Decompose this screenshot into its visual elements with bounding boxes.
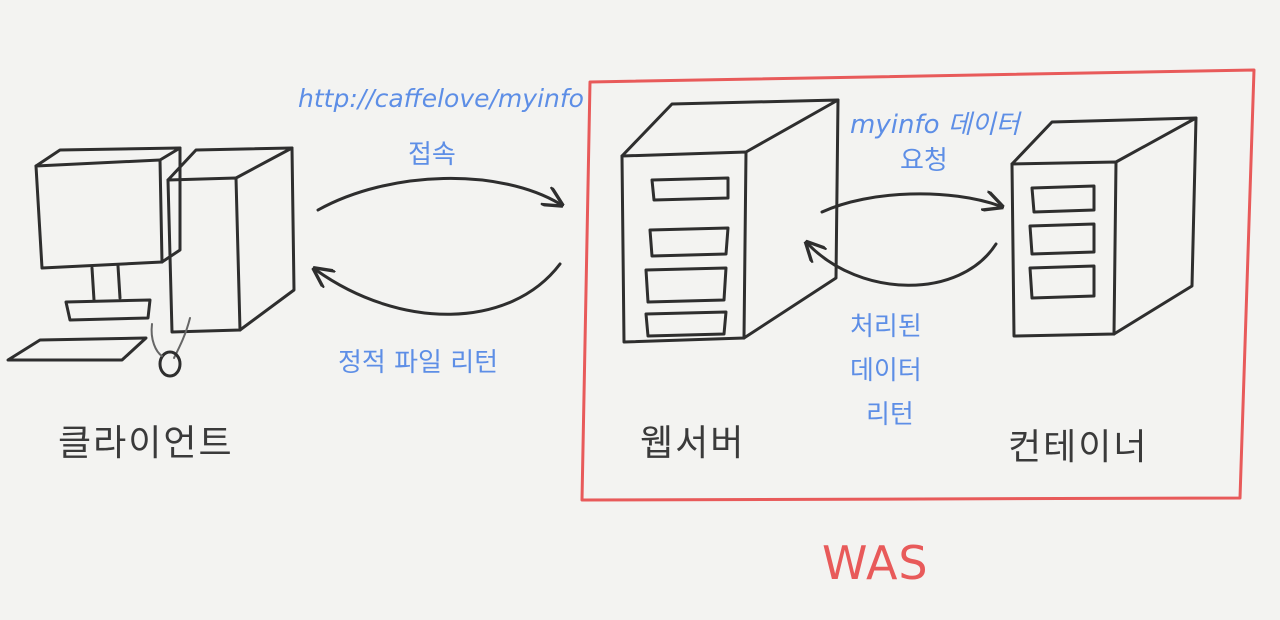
request-arrow (820, 194, 1000, 214)
client-label: 클라이언트 (58, 423, 234, 464)
connect-label: 접속 (408, 140, 456, 170)
client-computer-icon (6, 146, 296, 378)
container-server-icon (1010, 116, 1198, 338)
web-server-icon (620, 98, 840, 344)
request-label-line1: myinfo 데이터 (850, 110, 1020, 140)
connect-arrow (316, 176, 560, 212)
was-label: WAS (822, 536, 929, 590)
processed-label-line3: 리턴 (866, 400, 914, 430)
url-label: http://caffelove/myinfo (298, 84, 584, 113)
container-label: 컨테이너 (1008, 427, 1149, 468)
processed-label-line1: 처리된 (850, 312, 922, 342)
processed-return-arrow (808, 244, 998, 287)
was-boundary-box (580, 68, 1256, 502)
request-label-line2: 요청 (900, 146, 948, 176)
web-server-label: 웹서버 (640, 423, 746, 464)
processed-label-line2: 데이터 (850, 356, 922, 386)
static-return-label: 정적 파일 리턴 (338, 348, 499, 378)
static-return-arrow (316, 262, 562, 316)
